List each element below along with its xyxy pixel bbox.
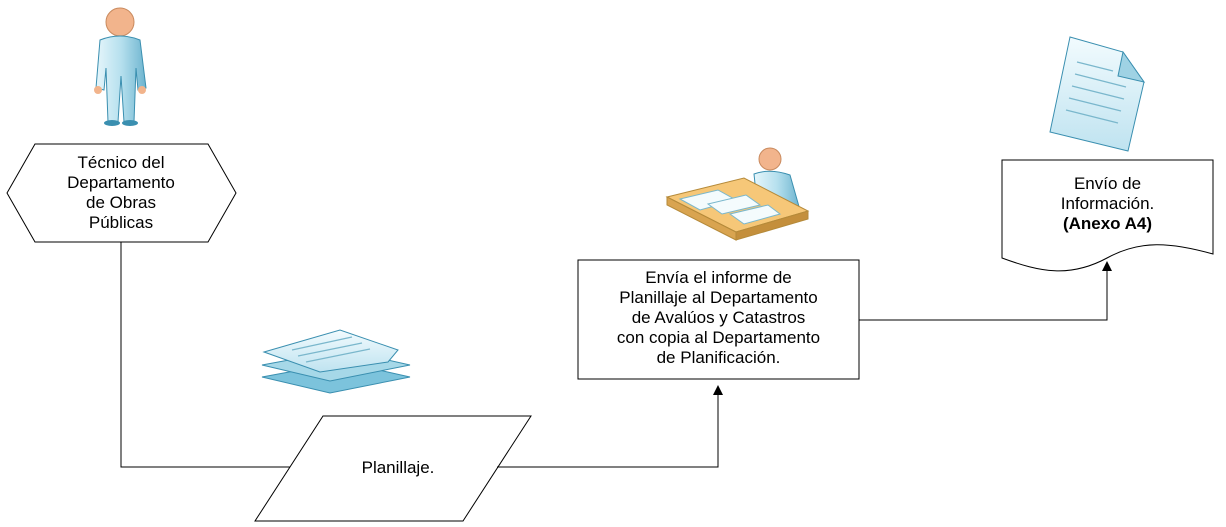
envia-line: con copia al Departamento [616,328,821,347]
connector-planillaje-envia [497,385,723,468]
envia-line: de Planificación. [656,348,781,367]
envio-line: Información. [1060,194,1155,213]
tecnico-label: Técnico del Departamento de Obras Públic… [35,153,207,233]
paper-stack-icon [261,329,411,394]
envia-line: Envía el informe de [645,268,792,287]
tecnico-line: Públicas [88,213,154,232]
planillaje-parallelogram [254,415,532,522]
planillaje-label: Planillaje. [318,458,478,478]
envio-annex: (Anexo A4) [1062,214,1153,233]
connector-tecnico-planillaje [120,242,313,472]
tecnico-line: de Obras [86,193,156,212]
envia-label: Envía el informe de Planillaje al Depart… [579,268,858,368]
person-at-desk-icon [665,147,810,241]
envia-line: de Avalúos y Catastros [631,308,806,327]
envio-label: Envío de Información. (Anexo A4) [1003,174,1212,234]
tecnico-line: Técnico del [77,153,165,172]
envia-process-box [577,259,860,380]
planillaje-text: Planillaje. [361,458,435,477]
person-standing-icon [94,7,147,126]
envia-line: Planillaje al Departamento [619,288,818,307]
document-icon [1049,36,1146,152]
tecnico-line: Departamento [67,173,175,192]
envio-line: Envío de [1073,174,1142,193]
connector-envia-envio [859,261,1112,321]
tecnico-hexagon [6,143,237,243]
envio-document-shape [1001,159,1214,272]
